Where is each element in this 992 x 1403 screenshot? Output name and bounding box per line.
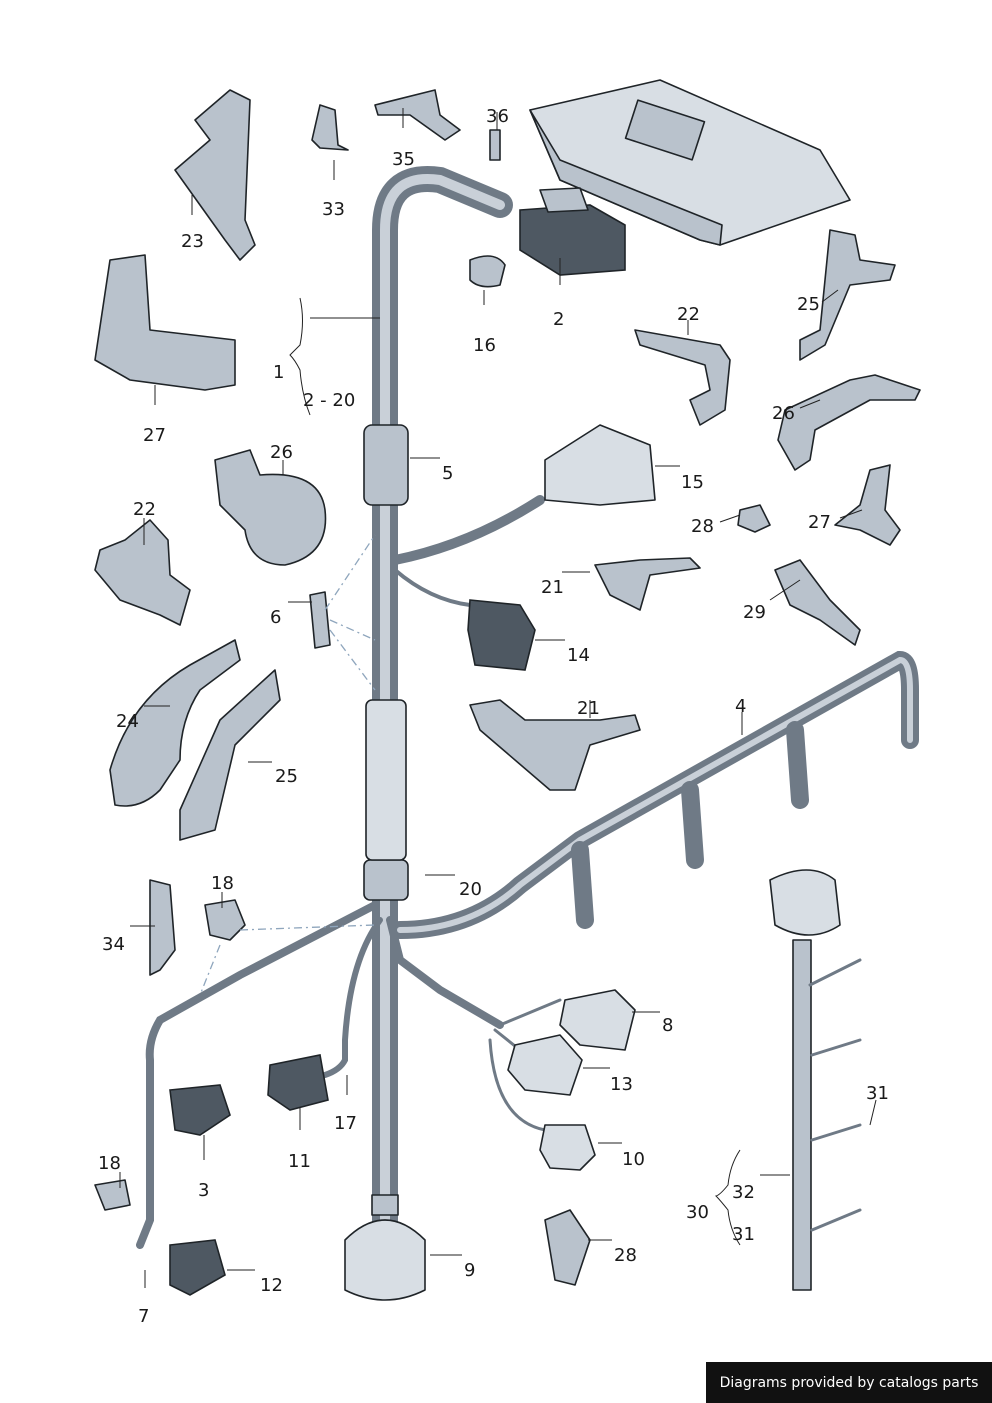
callout-26-left: 26 (270, 442, 293, 463)
callout-30: 30 (686, 1202, 709, 1223)
callout-18-bottom: 18 (98, 1153, 121, 1174)
callout-1: 1 (273, 362, 284, 383)
callout-5: 5 (442, 463, 453, 484)
callout-16: 16 (473, 335, 496, 356)
connector-2 (519, 187, 626, 276)
callout-17: 17 (334, 1113, 357, 1134)
callout-32: 32 (732, 1182, 755, 1203)
callout-23: 23 (181, 231, 204, 252)
callout-33: 33 (322, 199, 345, 220)
callout-25-left: 25 (275, 766, 298, 787)
callout-24: 24 (116, 711, 139, 732)
callout-7: 7 (138, 1306, 149, 1327)
main-harness-trunk (363, 166, 513, 1243)
callout-34: 34 (102, 934, 125, 955)
harness-30 (769, 869, 862, 1291)
callout-29: 29 (743, 602, 766, 623)
control-unit (529, 79, 851, 246)
callout-28-bottom: 28 (614, 1245, 637, 1266)
callout-8: 8 (662, 1015, 673, 1036)
callout-2: 2 (553, 309, 564, 330)
assembly-lines (199, 534, 376, 996)
lower-branches (136, 901, 636, 1296)
branch-15-14 (390, 424, 656, 671)
callout-31-top: 31 (866, 1083, 889, 1104)
callout-27-left: 27 (143, 425, 166, 446)
callout-4: 4 (735, 696, 746, 717)
callout-25-right: 25 (797, 294, 820, 315)
callout-14: 14 (567, 645, 590, 666)
callout-2-20: 2 - 20 (303, 390, 355, 411)
callout-6: 6 (270, 607, 281, 628)
callout-21-top: 21 (541, 577, 564, 598)
callout-9: 9 (464, 1260, 475, 1281)
callout-28-top: 28 (691, 516, 714, 537)
callout-22-right: 22 (677, 304, 700, 325)
callout-21-bottom: 21 (577, 698, 600, 719)
callout-3: 3 (198, 1180, 209, 1201)
callout-31-bottom: 31 (732, 1224, 755, 1245)
callout-36: 36 (486, 106, 509, 127)
callout-22-left: 22 (133, 499, 156, 520)
callout-27-right: 27 (808, 512, 831, 533)
callout-15: 15 (681, 472, 704, 493)
callout-35: 35 (392, 149, 415, 170)
brackets (94, 89, 921, 1286)
callout-13: 13 (610, 1074, 633, 1095)
callout-20: 20 (459, 879, 482, 900)
leader-lines (119, 108, 877, 1288)
callout-11: 11 (288, 1151, 311, 1172)
callout-26-right: 26 (772, 403, 795, 424)
callout-18-top: 18 (211, 873, 234, 894)
grommet-9 (344, 1194, 426, 1301)
callout-12: 12 (260, 1275, 283, 1296)
callout-labels: 1 2 - 20 2 3 4 5 6 7 8 9 10 11 12 13 14 … (98, 106, 889, 1327)
footer-credit: Diagrams provided by catalogs parts (706, 1362, 992, 1403)
injector-harness-4 (391, 650, 919, 939)
callout-10: 10 (622, 1149, 645, 1170)
